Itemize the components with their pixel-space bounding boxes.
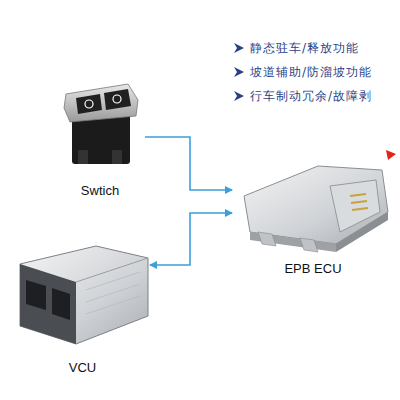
signal-connector xyxy=(150,213,232,265)
red-arrow-mark xyxy=(386,150,396,160)
signal-connector xyxy=(145,137,232,190)
vcu-illustration xyxy=(20,246,148,344)
switch-illustration xyxy=(64,84,138,164)
function-note: 坡道辅助/防溜坡功能 xyxy=(250,64,372,81)
part-label: VCU xyxy=(15,360,150,375)
epb-ecu-illustration xyxy=(244,166,388,252)
vcu-node: VCU xyxy=(15,240,150,375)
function-note: 行车制动冗余/故障剥 xyxy=(250,88,372,105)
part-label: EPB ECU xyxy=(232,261,394,276)
function-note: 静态驻车/释放功能 xyxy=(250,40,359,57)
ecu-node: EPB ECU xyxy=(232,140,394,276)
switch-node: Swtich xyxy=(55,80,145,198)
part-label: Swtich xyxy=(55,183,145,198)
bullet-markers xyxy=(234,43,244,101)
